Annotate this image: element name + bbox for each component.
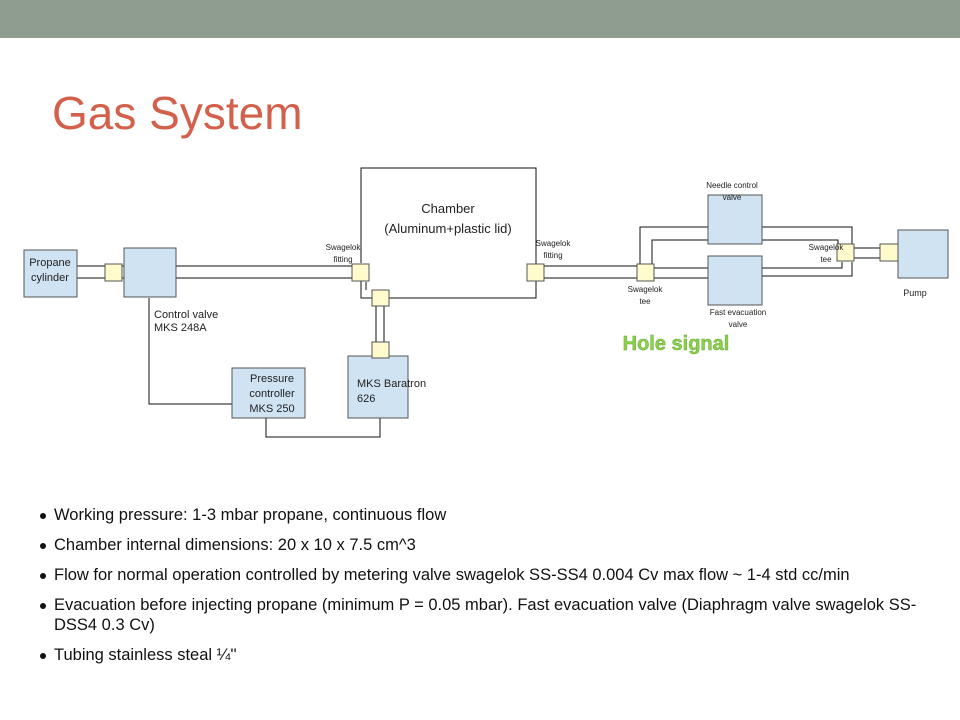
baratron-label-2: 626 — [357, 393, 375, 405]
fast-valve-label-1: Fast evacuation — [710, 308, 766, 317]
baratron-fitting-top — [371, 289, 390, 307]
control-valve-label-2: MKS 248A — [154, 322, 207, 334]
swagelok-tee-left — [636, 263, 655, 282]
propane-label-2: cylinder — [31, 272, 69, 284]
fitting-left-label-1: Swagelok — [326, 243, 362, 252]
bullet-item: Flow for normal operation controlled by … — [38, 565, 918, 585]
fast-valve-label-2: valve — [729, 320, 748, 329]
bullet-item: Working pressure: 1-3 mbar propane, cont… — [38, 505, 918, 525]
propane-label-1: Propane — [29, 257, 71, 269]
control-valve-label-1: Control valve — [154, 309, 218, 321]
pressure-controller-label-3: MKS 250 — [249, 403, 294, 415]
pipes — [77, 167, 900, 438]
pressure-controller-box — [231, 367, 306, 419]
slide-title: Gas System — [52, 87, 303, 139]
fitting-right-label-1: Swagelok — [536, 239, 572, 248]
needle-valve-box — [707, 194, 763, 245]
baratron-box — [347, 355, 409, 419]
swagelok-fitting-left — [351, 263, 370, 282]
pressure-controller-label-1: Pressure — [250, 373, 294, 385]
bullet-item: Chamber internal dimensions: 20 x 10 x 7… — [38, 535, 918, 555]
tee-right-label-2: tee — [820, 255, 832, 264]
pump-box — [897, 229, 949, 279]
pump-fitting — [879, 243, 899, 262]
control-valve-box — [123, 247, 177, 298]
pump-label: Pump — [903, 288, 927, 298]
pressure-controller-label-2: controller — [249, 388, 295, 400]
needle-valve-label-1: Needle control — [706, 181, 758, 190]
baratron-label-1: MKS Baratron — [357, 378, 426, 390]
chamber-label-2: (Aluminum+plastic lid) — [384, 221, 512, 236]
tee-left-label-2: tee — [639, 297, 651, 306]
gas-system-diagram: Propane cylinder Control valve MKS 248A … — [23, 167, 949, 438]
bullet-item: Evacuation before injecting propane (min… — [38, 595, 918, 635]
bullet-item: Tubing stainless steal ¼'' — [38, 645, 918, 665]
top-bar — [0, 0, 960, 38]
chamber-label-1: Chamber — [421, 201, 475, 216]
baratron-fitting-bottom — [371, 341, 390, 359]
needle-valve-label-2: valve — [723, 193, 742, 202]
fast-valve-box — [707, 255, 763, 306]
hole-signal-label: Hole signal — [623, 333, 730, 355]
cylinder-fitting — [104, 263, 123, 282]
propane-cylinder-box — [23, 249, 78, 298]
fitting-left-label-2: fitting — [333, 255, 352, 264]
fitting-right-label-2: fitting — [543, 251, 562, 260]
swagelok-fitting-right — [526, 263, 545, 282]
tee-right-label-1: Swagelok — [809, 243, 845, 252]
swagelok-tee-right — [836, 243, 855, 262]
tee-left-label-1: Swagelok — [628, 285, 664, 294]
bullet-list: Working pressure: 1-3 mbar propane, cont… — [38, 505, 918, 675]
